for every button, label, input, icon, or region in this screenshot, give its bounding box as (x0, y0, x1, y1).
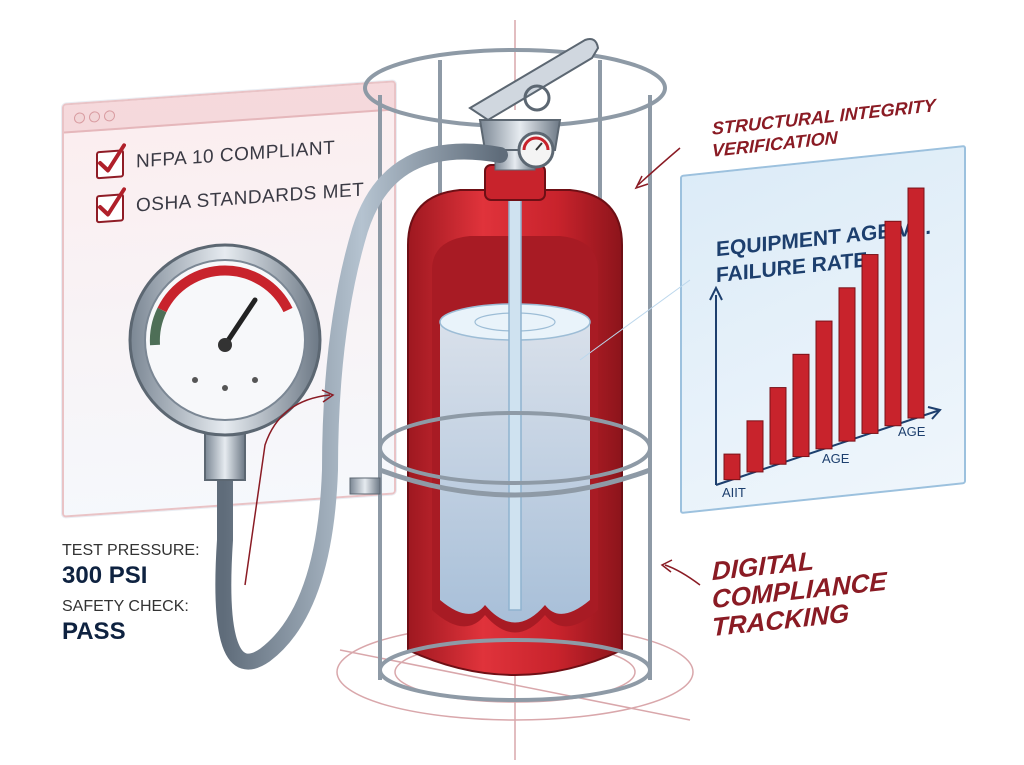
checklist-item: OSHA STANDARDS MET (96, 177, 364, 224)
leader-line (579, 279, 691, 361)
tick-label: AGE (822, 451, 850, 466)
safety-check-value: PASS (62, 618, 126, 645)
bar (723, 453, 741, 481)
bar (792, 353, 810, 458)
checkmark-icon (98, 187, 126, 217)
fire-extinguisher-icon (407, 38, 623, 676)
bar (907, 187, 925, 419)
arrow-icon (244, 147, 701, 586)
cage-base-ring (378, 638, 652, 702)
tick-label: AIIT (722, 485, 746, 500)
cage-band (349, 411, 652, 498)
checkbox[interactable] (96, 187, 126, 224)
checklist-item: NFPA 10 COMPLIANT (96, 135, 335, 180)
pressure-gauge-icon (128, 243, 322, 481)
test-pressure-label: TEST PRESSURE: (62, 542, 200, 559)
compliance-checklist-panel: NFPA 10 COMPLIANT OSHA STANDARDS MET (62, 80, 396, 518)
y-axis-arrow-icon (709, 285, 723, 301)
tick-label: AGE (898, 424, 926, 439)
bar (815, 320, 833, 450)
x-axis-arrow-icon (927, 406, 942, 420)
safety-check-label: SAFETY CHECK: (62, 598, 189, 615)
test-pressure-value: 300 PSI (62, 562, 148, 589)
bar (861, 254, 879, 434)
hose (215, 143, 508, 670)
bar-chart (709, 187, 942, 486)
bar (884, 220, 902, 427)
checkmark-icon (98, 143, 126, 173)
checkbox[interactable] (96, 143, 126, 180)
bar (838, 287, 856, 442)
bar (769, 387, 787, 465)
chart-tick-labels: AIIT AGE AGE (722, 424, 926, 500)
bar (746, 420, 764, 473)
